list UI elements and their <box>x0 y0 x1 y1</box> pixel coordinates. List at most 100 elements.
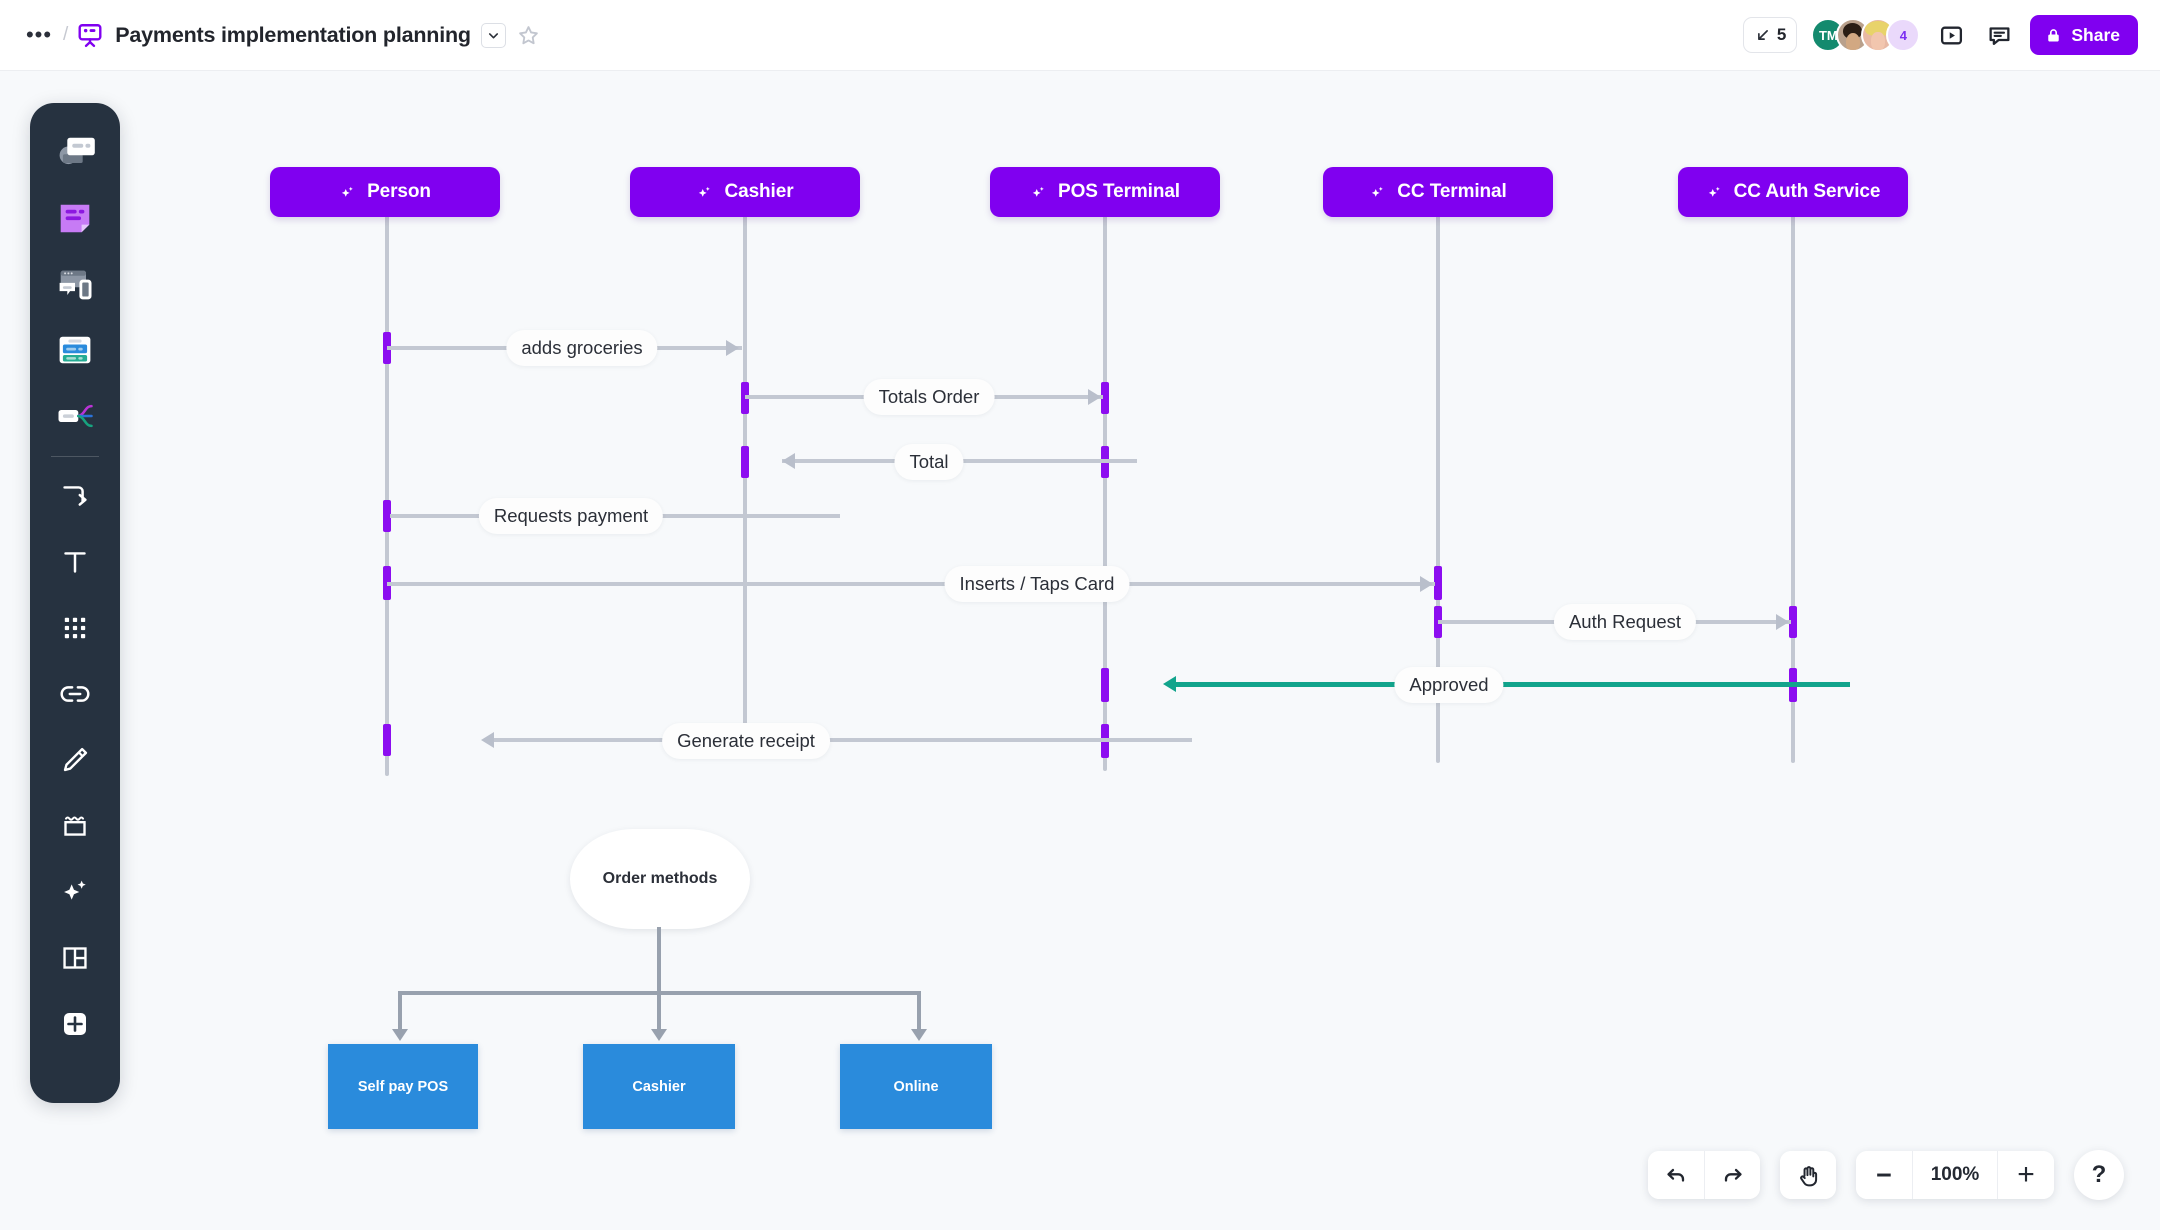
arrow-head-right <box>726 340 739 356</box>
participant-cc-auth-service[interactable]: CC Auth Service <box>1678 167 1908 217</box>
flow-connector-drop-left <box>398 991 402 1031</box>
top-bar-right: 5 TM 4 Share <box>1742 15 2160 55</box>
arrow-head-left <box>1163 676 1176 692</box>
flow-connector-vertical-root <box>657 927 661 993</box>
message-label-auth-request[interactable]: Auth Request <box>1553 604 1697 640</box>
mindmap-icon[interactable] <box>41 383 109 449</box>
layout-icon[interactable] <box>41 925 109 991</box>
message-label-requests-payment[interactable]: Requests payment <box>478 498 664 534</box>
message-label-inserts-taps-card[interactable]: Inserts / Taps Card <box>944 566 1130 602</box>
participant-cashier[interactable]: Cashier <box>630 167 860 217</box>
plus-icon[interactable] <box>41 991 109 1057</box>
arrow-head-left <box>782 453 795 469</box>
participant-cc-terminal[interactable]: CC Terminal <box>1323 167 1553 217</box>
redo-icon[interactable] <box>1704 1151 1760 1199</box>
ai-sparkle-icon <box>699 186 711 197</box>
bottom-toolbar: − 100% + ? <box>1648 1150 2124 1200</box>
wireframe-icon[interactable] <box>41 251 109 317</box>
ai-sparkle-icon <box>1032 186 1044 197</box>
arrow-head-right <box>1420 576 1433 592</box>
flow-node-cashier[interactable]: Cashier <box>583 1044 735 1129</box>
flow-node-label: Online <box>893 1078 939 1095</box>
page-title: Payments implementation planning <box>115 22 471 47</box>
star-icon[interactable] <box>515 21 543 49</box>
hand-pan-icon[interactable] <box>1780 1151 1836 1199</box>
activation-bar <box>1101 668 1109 702</box>
activation-bar <box>1434 566 1442 600</box>
frame-icon[interactable] <box>41 793 109 859</box>
flow-node-online[interactable]: Online <box>840 1044 992 1129</box>
cursor-count-label: 5 <box>1776 25 1787 44</box>
share-button[interactable]: Share <box>2030 15 2138 55</box>
comment-icon[interactable] <box>1982 18 2016 52</box>
ai-sparkle-icon <box>341 186 353 197</box>
zoom-in-button[interactable]: + <box>1998 1151 2054 1199</box>
activation-bar <box>383 724 391 756</box>
lifeline-person <box>385 171 389 776</box>
flow-root-order-methods[interactable]: Order methods <box>570 829 750 929</box>
participant-label: CC Auth Service <box>1733 181 1881 202</box>
arrow-head-left <box>481 732 494 748</box>
cursor-count-button[interactable]: 5 <box>1742 17 1798 53</box>
left-toolbar <box>30 103 120 1103</box>
flow-arrow-down-left <box>392 1029 408 1041</box>
participant-label: Person <box>367 181 431 202</box>
lock-icon <box>2048 28 2060 42</box>
avatar-overflow[interactable]: 4 <box>1886 18 1921 52</box>
templates-icon[interactable] <box>41 119 109 185</box>
share-label: Share <box>2071 24 2120 45</box>
link-icon[interactable] <box>41 661 109 727</box>
activation-bar <box>1101 382 1109 414</box>
flow-node-self-pay-pos[interactable]: Self pay POS <box>328 1044 478 1129</box>
ai-sparkle-icon[interactable] <box>41 859 109 925</box>
message-label-approved[interactable]: Approved <box>1394 667 1504 703</box>
collaborator-avatars: TM 4 <box>1811 18 1921 52</box>
board-menu-button[interactable]: ••• <box>25 22 53 47</box>
message-label-total[interactable]: Total <box>894 444 964 480</box>
text-icon[interactable] <box>41 529 109 595</box>
sticky-note-icon[interactable] <box>41 185 109 251</box>
card-icon[interactable] <box>41 317 109 383</box>
flow-arrow-down-right <box>911 1029 927 1041</box>
flow-node-label: Order methods <box>602 870 718 887</box>
participant-label: Cashier <box>724 181 794 202</box>
ai-sparkle-icon <box>1708 186 1720 197</box>
activation-bar <box>1789 606 1797 638</box>
message-label-totals-order[interactable]: Totals Order <box>863 379 995 415</box>
sequence-diagram: Person Cashier POS Terminal CC Terminal … <box>0 71 2160 1230</box>
flow-arrow-down-mid <box>651 1029 667 1041</box>
arrow-head-right <box>1088 389 1101 405</box>
message-label-adds-groceries[interactable]: adds groceries <box>506 330 658 366</box>
lifeline-cc-auth-service <box>1791 171 1795 763</box>
connector-icon[interactable] <box>41 463 109 529</box>
flow-node-label: Self pay POS <box>357 1078 449 1095</box>
message-line-approved <box>1170 682 1850 687</box>
play-present-icon[interactable] <box>1934 18 1968 52</box>
participant-label: CC Terminal <box>1397 181 1507 202</box>
flow-connector-drop-right <box>917 991 921 1031</box>
message-label-generate-receipt[interactable]: Generate receipt <box>662 723 830 759</box>
undo-icon[interactable] <box>1648 1151 1704 1199</box>
cursor-arrow-icon <box>1757 30 1768 40</box>
participant-pos-terminal[interactable]: POS Terminal <box>990 167 1220 217</box>
ai-sparkle-icon <box>1372 186 1384 197</box>
chevron-down-icon[interactable] <box>480 22 506 48</box>
flow-node-label: Cashier <box>632 1078 686 1095</box>
help-button[interactable]: ? <box>2074 1150 2124 1200</box>
zoom-out-button[interactable]: − <box>1856 1151 1912 1199</box>
activation-bar <box>383 500 391 532</box>
zoom-level-label[interactable]: 100% <box>1912 1151 1998 1199</box>
pen-icon[interactable] <box>41 727 109 793</box>
top-bar-left: ••• / Payments implementation planning <box>0 18 543 52</box>
participant-person[interactable]: Person <box>270 167 500 217</box>
flow-connector-drop-mid <box>657 991 661 1031</box>
pan-button-group <box>1780 1151 1836 1199</box>
arrow-head-right <box>1776 614 1789 630</box>
shapes-icon[interactable] <box>41 595 109 661</box>
history-button-group <box>1648 1151 1760 1199</box>
board-icon <box>77 22 103 48</box>
zoom-control-group: − 100% + <box>1856 1151 2054 1199</box>
board-canvas[interactable]: Person Cashier POS Terminal CC Terminal … <box>0 71 2160 1230</box>
message-line <box>488 738 1192 742</box>
lifeline-cc-terminal <box>1436 171 1440 763</box>
